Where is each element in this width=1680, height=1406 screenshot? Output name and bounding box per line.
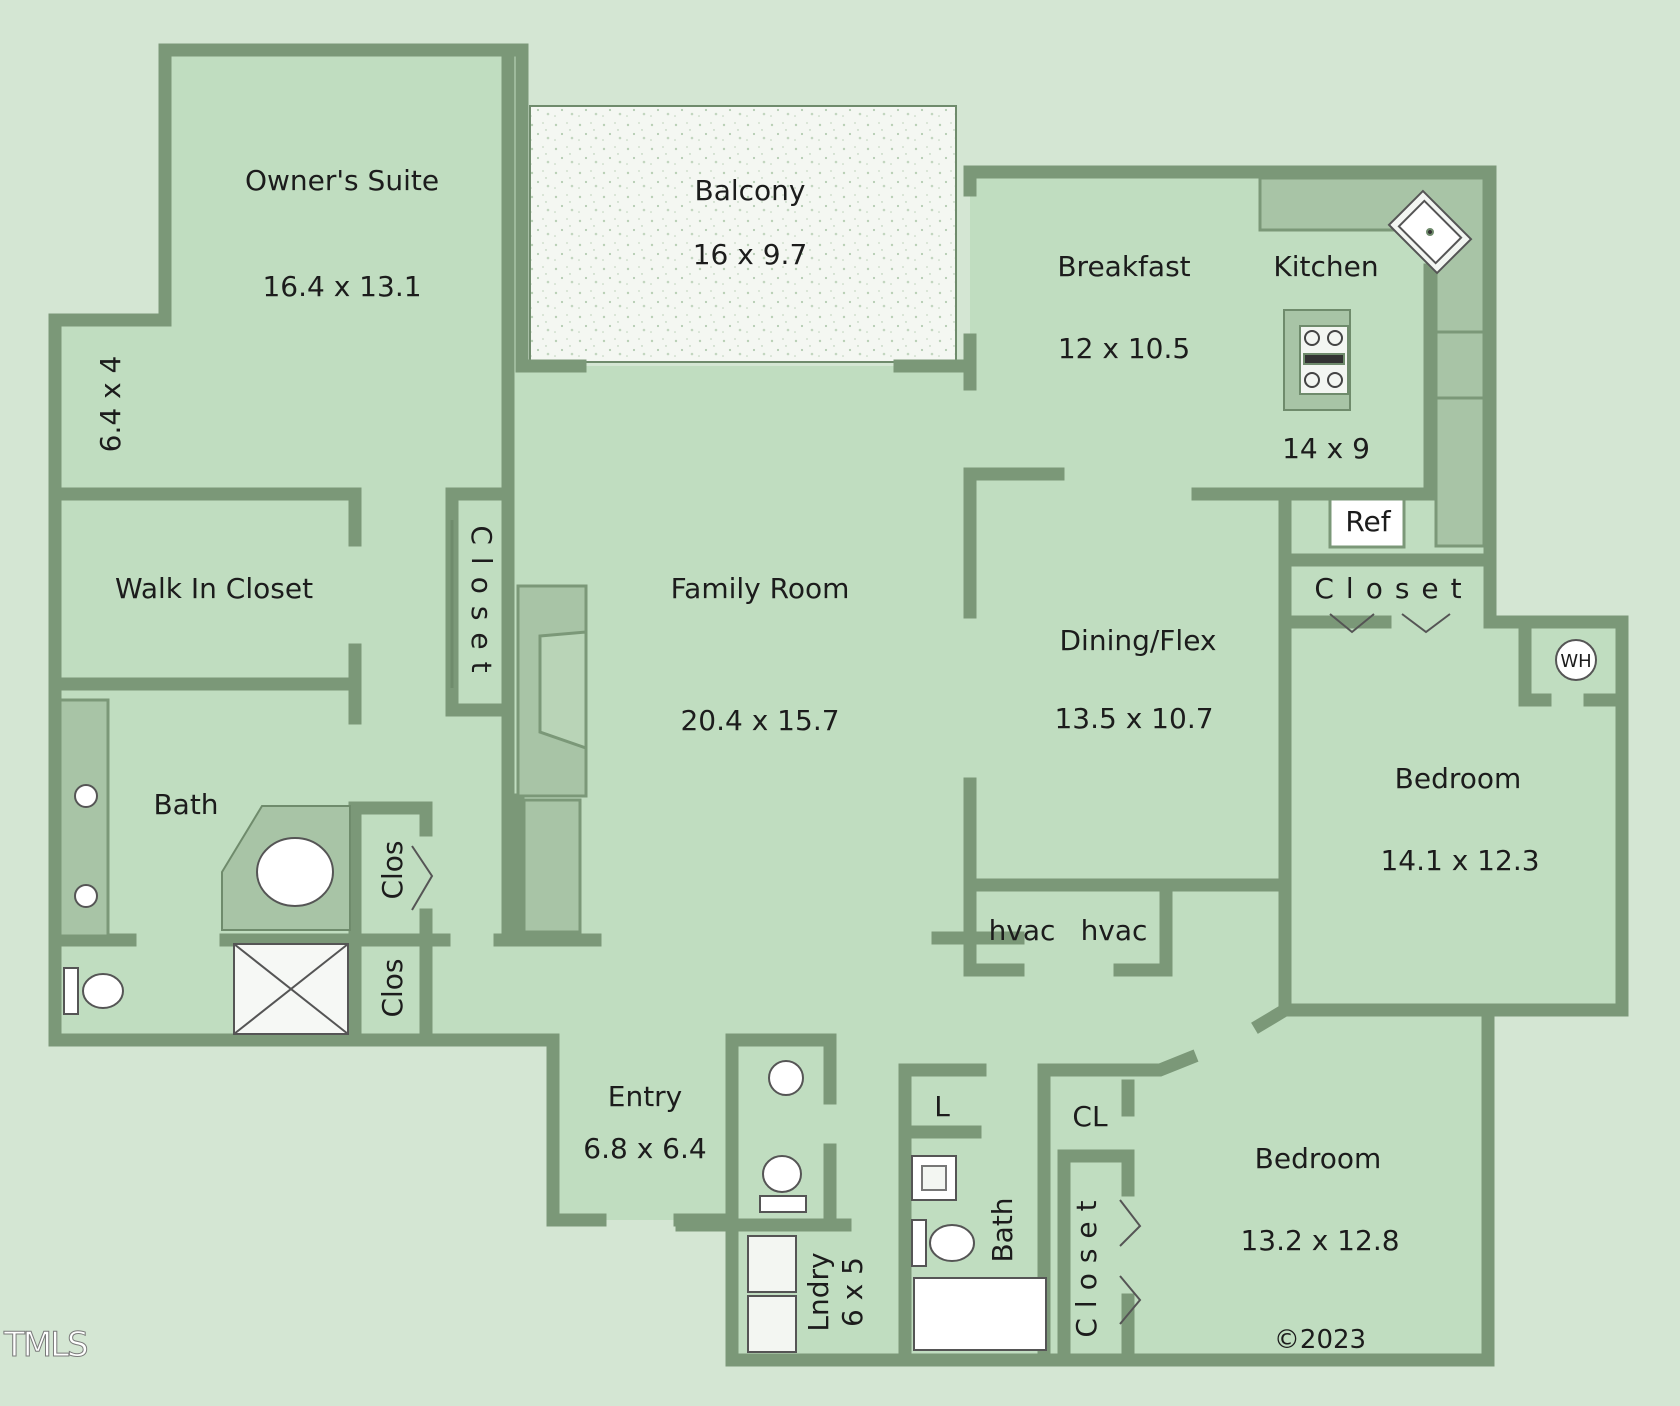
floor-areas xyxy=(55,50,1622,1360)
bedroom3-name: Bedroom xyxy=(1255,1142,1382,1175)
kitchen-name: Kitchen xyxy=(1273,250,1378,283)
toilet-icon xyxy=(63,967,124,1015)
walls xyxy=(48,43,1629,1367)
family-room-name: Family Room xyxy=(671,572,850,605)
walk-in-closet-name: Walk In Closet xyxy=(115,572,313,605)
dining-flex-name: Dining/Flex xyxy=(1059,624,1216,657)
clos2-label: Clos xyxy=(376,958,409,1017)
kitchen-sink-icon xyxy=(1387,189,1473,275)
sink-icon xyxy=(74,784,98,808)
fixtures xyxy=(63,189,1597,1353)
sink-icon xyxy=(74,884,98,908)
bedroom2-dims: 14.1 x 12.3 xyxy=(1380,844,1539,877)
hvac2-label: hvac xyxy=(1081,914,1148,947)
washer-icon xyxy=(747,1295,797,1353)
room-labels: Owner's Suite 16.4 x 13.1 6.4 x 4 Balcon… xyxy=(94,164,1592,1355)
toilet-icon xyxy=(911,1219,975,1267)
kitchen-dims: 14 x 9 xyxy=(1282,432,1370,465)
bedroom2-name: Bedroom xyxy=(1395,762,1522,795)
hvac1-label: hvac xyxy=(989,914,1056,947)
dryer-icon xyxy=(747,1235,797,1293)
owners-bath-name: Bath xyxy=(153,788,218,821)
laundry-dims: 6 x 5 xyxy=(836,1257,869,1327)
toilet-icon xyxy=(759,1155,807,1213)
cabinetry xyxy=(58,176,1486,938)
dining-flex-dims: 13.5 x 10.7 xyxy=(1054,702,1213,735)
bedroom2-closet-label: Closet xyxy=(1314,572,1473,605)
unit-floor xyxy=(55,50,1622,1360)
bedroom3-dims: 13.2 x 12.8 xyxy=(1240,1224,1399,1257)
owners-suite-name: Owner's Suite xyxy=(245,164,439,197)
breakfast-dims: 12 x 10.5 xyxy=(1058,332,1190,365)
watermark-logo: TMLS xyxy=(3,1325,87,1365)
water-heater-icon xyxy=(1555,639,1597,681)
linen-label: L xyxy=(934,1090,950,1123)
refrigerator-label: Ref xyxy=(1345,505,1391,538)
water-heater-label: WH xyxy=(1560,651,1591,672)
owners-nook-dims: 6.4 x 4 xyxy=(94,356,127,453)
entry-dims: 6.8 x 6.4 xyxy=(583,1132,706,1165)
owners-suite-dims: 16.4 x 13.1 xyxy=(262,270,421,303)
sink-icon xyxy=(768,1060,804,1096)
clos1-label: Clos xyxy=(376,840,409,899)
door-swings xyxy=(411,520,1451,1325)
owners-closet-label: Closet xyxy=(465,525,498,684)
bedroom3-cl-label: CL xyxy=(1072,1100,1108,1133)
family-room-dims: 20.4 x 15.7 xyxy=(680,704,839,737)
laundry-name: Lndry xyxy=(802,1252,835,1331)
balcony-dims: 16 x 9.7 xyxy=(693,238,808,271)
breakfast-name: Breakfast xyxy=(1057,250,1190,283)
balcony-floor xyxy=(529,105,957,363)
copyright-label: ©2023 xyxy=(1274,1325,1366,1355)
hall-bath-name: Bath xyxy=(986,1197,1019,1262)
bathtub-icon xyxy=(913,1277,1047,1351)
bedroom3-closet-label: Closet xyxy=(1070,1190,1103,1337)
balcony-name: Balcony xyxy=(695,174,806,207)
entry-name: Entry xyxy=(608,1080,683,1113)
